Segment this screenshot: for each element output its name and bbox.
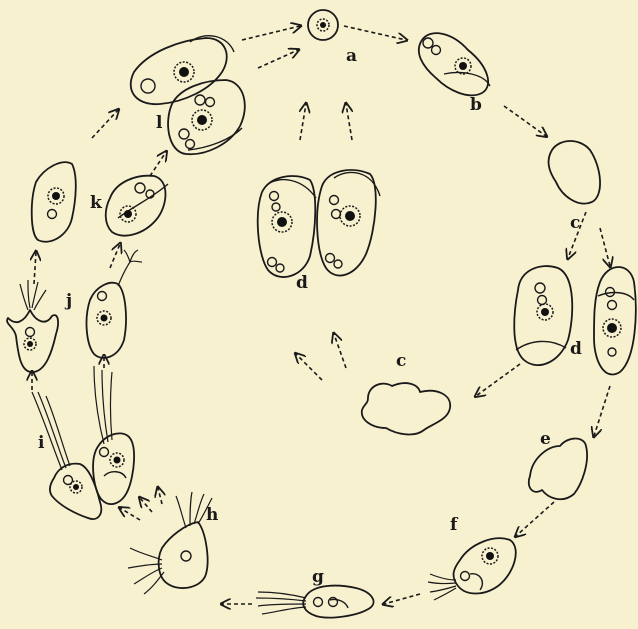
stage-l-cell-lower: [168, 80, 245, 154]
stage-i-flagellate-left: [32, 392, 101, 519]
arrow-c-center-out-1: [296, 354, 322, 380]
stage-j-cell-right: [87, 250, 142, 358]
arrow-d-to-c-center: [476, 364, 520, 396]
stage-l-cell-upper: [131, 36, 234, 105]
arrow-l-to-a-lower: [258, 50, 298, 68]
arrow-f-to-g: [384, 594, 420, 604]
arrow-k-to-l-right: [150, 152, 166, 176]
label-c-right: c: [570, 213, 580, 233]
label-d-center: d: [296, 273, 308, 293]
label-b: b: [470, 95, 482, 115]
stage-e-amoeboid: [529, 439, 587, 500]
stage-k-cell-right: [106, 176, 168, 236]
arrow-c-to-d-right: [600, 228, 610, 266]
cycle-arrows: [32, 26, 610, 604]
arrow-c-center-out-2: [334, 334, 346, 368]
stage-c-amoeboid-right: [549, 141, 601, 204]
stage-d-cells-center: [258, 170, 380, 277]
stage-h-multiflagellate: [128, 492, 212, 594]
label-j: j: [64, 291, 72, 311]
arrow-h-out-3: [158, 488, 162, 504]
stage-i-flagellate-right: [93, 366, 134, 504]
arrow-j-to-k-right: [110, 244, 120, 268]
arrow-d-to-a-left: [300, 104, 306, 140]
label-f: f: [450, 515, 459, 535]
arrow-k-to-l-left: [92, 110, 118, 138]
label-k: k: [90, 193, 103, 213]
arrow-b-to-c: [504, 106, 546, 136]
stage-j-cell-left: [7, 280, 58, 372]
label-g: g: [312, 567, 324, 587]
label-h: h: [206, 505, 218, 525]
stage-g-flagellate: [256, 586, 374, 618]
label-a: a: [346, 46, 357, 66]
arrow-l-to-a-upper: [242, 26, 300, 40]
arrow-a-to-b: [344, 26, 406, 40]
arrow-d-to-e: [594, 386, 610, 436]
stage-a-cyst: [308, 10, 338, 40]
arrow-h-out-2: [140, 498, 152, 512]
label-c-center: c: [396, 351, 406, 371]
label-d-right: d: [570, 339, 582, 359]
label-e: e: [540, 429, 551, 449]
stage-f-flagellate: [428, 538, 516, 600]
label-i: i: [38, 433, 45, 453]
stage-b-cell: [419, 33, 490, 95]
arrow-j-to-k-left: [34, 252, 36, 284]
arrow-h-out-1: [120, 508, 140, 520]
label-l: l: [156, 113, 163, 133]
stage-c-amoeboid-center: [362, 383, 450, 434]
arrow-d-to-a-right: [346, 104, 352, 140]
arrow-e-to-f: [516, 502, 554, 536]
stage-k-cell-left: [32, 162, 76, 242]
